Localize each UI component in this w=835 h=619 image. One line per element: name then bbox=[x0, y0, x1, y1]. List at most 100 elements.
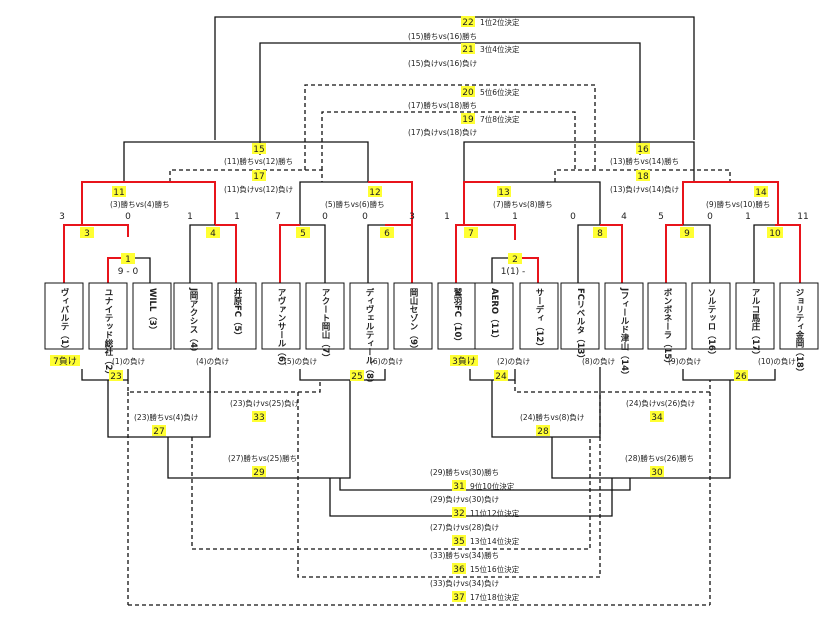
team-box-13[interactable] bbox=[560, 282, 600, 350]
team-box-8[interactable] bbox=[349, 282, 389, 350]
match-14-line bbox=[682, 181, 730, 225]
match-2-line-b bbox=[515, 257, 539, 283]
semifinal-16-line bbox=[463, 141, 695, 182]
team-box-18[interactable] bbox=[779, 282, 819, 350]
match-29-desc: (27)勝ちvs(25)勝ち bbox=[228, 453, 297, 463]
svg-text:8: 8 bbox=[597, 229, 603, 239]
team-box-11[interactable] bbox=[474, 282, 514, 350]
match-17-line bbox=[169, 169, 323, 182]
match-3-line-b bbox=[82, 224, 129, 237]
match-8-badge: 8 bbox=[593, 227, 607, 239]
team-boxes bbox=[44, 282, 819, 350]
score: 0 bbox=[125, 212, 131, 222]
match-27-desc: (23)勝ちvs(4)負け bbox=[134, 412, 198, 422]
svg-text:32: 32 bbox=[453, 509, 464, 519]
match-21-desc: (15)負けvs(16)負け bbox=[408, 58, 477, 68]
match-31-desc: (29)勝ちvs(30)勝ち bbox=[430, 467, 499, 477]
match-1-score: 9 - 0 bbox=[118, 267, 139, 277]
team-box-4[interactable] bbox=[173, 282, 213, 350]
bracket-lines bbox=[63, 16, 801, 606]
team-names: ヴィバルテ（1） ユナイテッド総社（2） WILL（3） J岡アクシス（4） 井… bbox=[59, 287, 805, 387]
match-37-title: 17位18位決定 bbox=[470, 592, 520, 602]
team-box-17[interactable] bbox=[735, 282, 775, 350]
lower-label: (5)の負け bbox=[284, 356, 317, 366]
svg-text:30: 30 bbox=[651, 468, 663, 478]
match-1-badge: 1 bbox=[121, 253, 135, 265]
match-21-title: 3位4位決定 bbox=[480, 44, 520, 54]
score: 0 bbox=[707, 212, 713, 222]
team-name-2: ユナイテッド総社（2） bbox=[103, 288, 114, 379]
match-18-badge: 18 bbox=[636, 170, 650, 182]
svg-text:7負け: 7負け bbox=[53, 355, 77, 367]
match-31-line bbox=[339, 478, 631, 491]
team-name-7: アクート岡山（7） bbox=[320, 288, 331, 362]
team-box-5[interactable] bbox=[217, 282, 257, 350]
match-11-line[interactable] bbox=[81, 181, 124, 225]
svg-text:3: 3 bbox=[84, 229, 90, 239]
svg-text:14: 14 bbox=[755, 188, 767, 198]
match-6-line-a bbox=[367, 224, 385, 283]
match-9-line-b bbox=[683, 224, 711, 283]
score: 3 bbox=[409, 212, 415, 222]
match-29-badge: 29 bbox=[252, 466, 266, 478]
match-5-badge: 5 bbox=[296, 227, 310, 239]
team-box-9[interactable] bbox=[393, 282, 433, 350]
match-19-title: 7位8位決定 bbox=[480, 114, 520, 124]
team-box-12[interactable] bbox=[519, 282, 559, 350]
team-box-14[interactable] bbox=[604, 282, 644, 350]
match-badges: 22 21 20 19 15 16 17 18 11 12 13 14 3 4 … bbox=[50, 16, 783, 603]
match-35-title: 13位14位決定 bbox=[470, 536, 520, 546]
svg-text:16: 16 bbox=[637, 145, 649, 155]
match-14-badge: 14 bbox=[754, 186, 768, 198]
score: 5 bbox=[658, 212, 664, 222]
match-37-badge: 37 bbox=[452, 591, 466, 603]
team-name-14: Jフィールド津山（14） bbox=[619, 287, 630, 380]
match-24-line bbox=[469, 369, 516, 381]
score: 1 bbox=[444, 212, 450, 222]
team-box-6[interactable] bbox=[261, 282, 301, 350]
score: 0 bbox=[570, 212, 576, 222]
team-box-10[interactable] bbox=[437, 282, 477, 350]
team-box-2[interactable] bbox=[88, 282, 128, 350]
match-6-badge: 6 bbox=[380, 227, 394, 239]
score: 4 bbox=[621, 212, 627, 222]
match-27-line bbox=[107, 367, 211, 438]
match-4-badge: 4 bbox=[206, 227, 220, 239]
seventh-place-line bbox=[321, 111, 576, 170]
match-20-desc: (17)勝ちvs(18)勝ち bbox=[408, 100, 477, 110]
match-15-badge: 15 bbox=[252, 143, 266, 155]
match-10-line-b bbox=[775, 224, 801, 283]
score: 1 bbox=[234, 212, 240, 222]
svg-text:22: 22 bbox=[462, 18, 473, 28]
svg-text:15: 15 bbox=[253, 145, 264, 155]
match-16-desc: (13)勝ちvs(14)勝ち bbox=[610, 156, 679, 166]
match-7-line-b bbox=[470, 224, 516, 240]
match-35-line bbox=[191, 437, 591, 550]
team-box-16[interactable] bbox=[691, 282, 731, 350]
team-box-7[interactable] bbox=[305, 282, 345, 350]
team-name-3: WILL（3） bbox=[147, 288, 158, 334]
svg-text:6: 6 bbox=[384, 229, 390, 239]
svg-text:27: 27 bbox=[153, 427, 164, 437]
team-box-15[interactable] bbox=[647, 282, 687, 350]
match-30-desc: (28)勝ちvs(26)勝ち bbox=[625, 453, 694, 463]
match-23-line bbox=[81, 369, 129, 381]
svg-text:35: 35 bbox=[453, 537, 464, 547]
match-32-title: 11位12位決定 bbox=[470, 508, 520, 518]
team-name-16: ソルテッロ（16） bbox=[706, 288, 717, 359]
match-28-desc: (24)勝ちvs(8)負け bbox=[520, 412, 584, 422]
svg-text:23: 23 bbox=[110, 372, 121, 382]
team-name-9: 岡山セゾン（9） bbox=[408, 288, 419, 353]
match-12-line-b bbox=[368, 181, 413, 225]
match-35-badge: 35 bbox=[452, 535, 466, 547]
team-box-3[interactable] bbox=[132, 282, 172, 350]
match-32-line bbox=[329, 478, 613, 517]
match-5-line-b bbox=[300, 224, 326, 283]
match-2-badge: 2 bbox=[508, 253, 522, 265]
score: 1 bbox=[187, 212, 193, 222]
svg-text:17: 17 bbox=[253, 172, 264, 182]
match-33-desc: (23)負けvs(25)負け bbox=[230, 398, 299, 408]
match-11-line-b bbox=[124, 181, 216, 225]
team-box-1[interactable] bbox=[44, 282, 84, 350]
